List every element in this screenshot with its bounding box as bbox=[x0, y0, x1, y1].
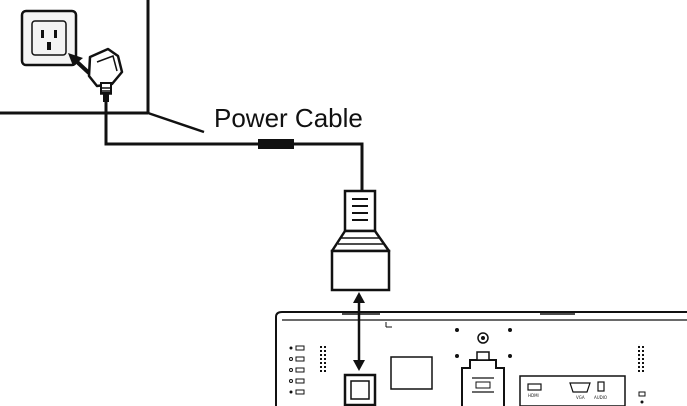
monitor-rear-panel-icon: HDMI VGA AUDIO bbox=[275, 311, 687, 406]
hdmi-port-icon bbox=[527, 383, 542, 391]
audio-port-icon bbox=[597, 381, 605, 392]
hdmi-port-label: HDMI bbox=[528, 393, 539, 398]
power-plug-icon bbox=[87, 47, 124, 102]
vga-port-icon bbox=[569, 382, 591, 393]
ac-power-socket bbox=[343, 373, 377, 406]
wall-corner bbox=[0, 0, 205, 134]
ferrite-core bbox=[258, 139, 294, 149]
vga-port-label: VGA bbox=[576, 395, 585, 400]
double-arrow-icon bbox=[353, 292, 365, 371]
audio-port-label: AUDIO bbox=[594, 395, 607, 400]
security-lock-icon bbox=[477, 332, 489, 344]
power-cable bbox=[104, 101, 364, 191]
vent-left bbox=[320, 346, 326, 372]
label-plate bbox=[390, 356, 433, 390]
slot-icon bbox=[638, 391, 646, 404]
stand-mount bbox=[461, 351, 505, 406]
wall-socket-icon bbox=[20, 9, 78, 67]
arrow-icon bbox=[68, 53, 91, 75]
iec-power-connector-icon bbox=[330, 189, 391, 292]
control-buttons bbox=[289, 345, 305, 395]
power-cable-label: Power Cable bbox=[214, 103, 363, 133]
screw-holes bbox=[455, 328, 512, 358]
vent-right bbox=[638, 346, 644, 372]
port-panel: HDMI VGA AUDIO bbox=[519, 375, 626, 406]
